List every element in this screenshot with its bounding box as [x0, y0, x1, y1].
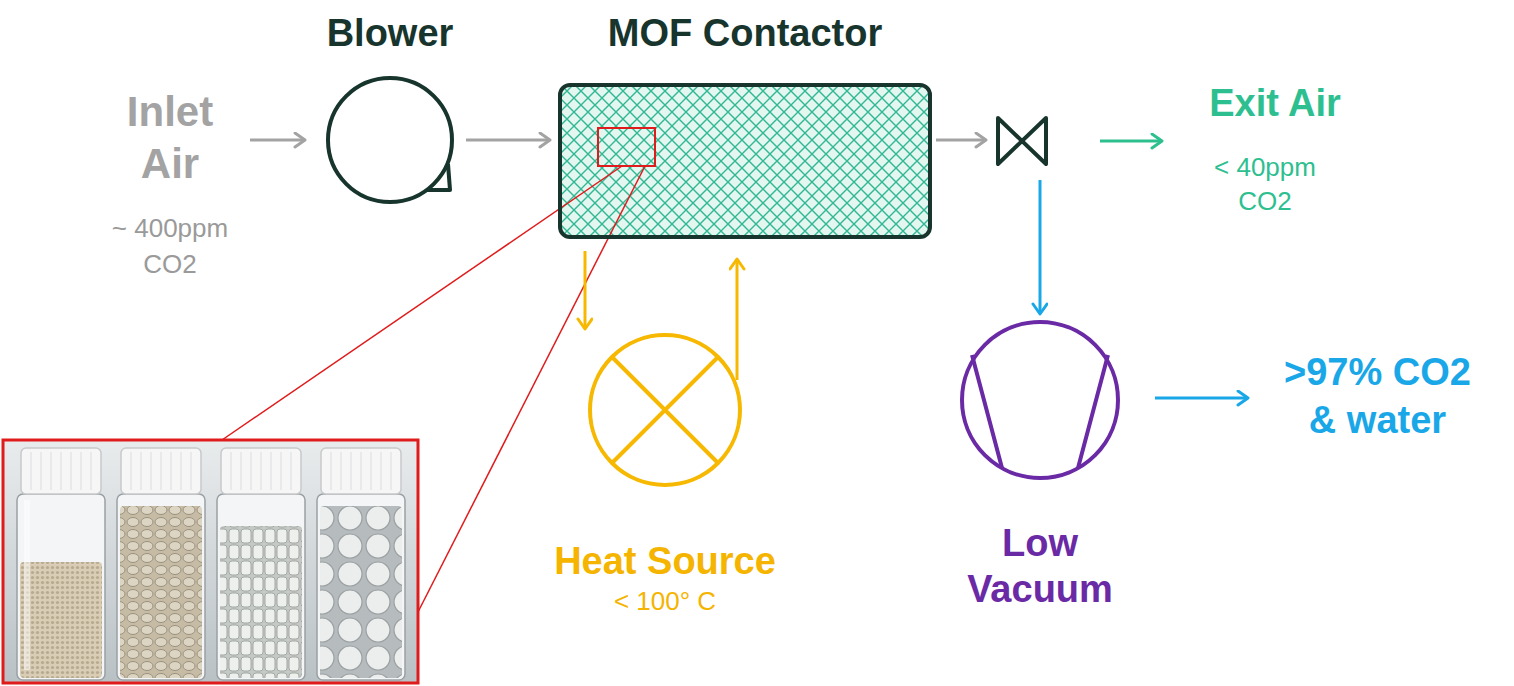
exit-arrow [1100, 140, 1162, 143]
inlet-concentration: ~ 400ppm CO2 [95, 210, 245, 282]
vial [217, 494, 305, 680]
vial [121, 448, 201, 494]
connector-line [736, 259, 739, 380]
flow-connector [585, 251, 586, 329]
vial [221, 448, 301, 494]
inlet-label: Inlet Air [100, 86, 240, 190]
connector-line [1039, 180, 1042, 314]
blower-circle [328, 78, 452, 202]
zoom-marker [598, 128, 655, 166]
valve-symbol [998, 118, 1046, 164]
connector-line [466, 139, 550, 142]
vial [24, 500, 30, 670]
vacuum-pump-symbol: Low Vacuum [920, 315, 1160, 615]
vial [120, 506, 202, 678]
blower-outlet [426, 164, 450, 190]
vial [31, 452, 91, 490]
heat-source-symbol: Heat Source< 100° C [522, 325, 808, 625]
node-heading: Blower [292, 10, 488, 56]
vial [117, 494, 205, 680]
vial [320, 506, 402, 678]
node-heading: Heat Source [522, 538, 808, 584]
blower-outline [300, 76, 480, 226]
exit-label: Exit Air [1165, 80, 1385, 126]
contactor-box: MOF Contactor [547, 10, 943, 250]
vial [131, 452, 191, 490]
flow-connector [737, 259, 738, 380]
connector-line [936, 139, 986, 142]
heat-circle [590, 335, 740, 485]
vial [317, 494, 405, 680]
heat-outline [530, 325, 800, 495]
flow-connector [466, 140, 550, 141]
mof-outline [555, 82, 935, 242]
flow-connector [936, 140, 1040, 314]
hatch-fill [560, 85, 930, 237]
vial [317, 448, 405, 680]
connector-line [584, 251, 587, 329]
vial [231, 452, 291, 490]
node-heading: MOF Contactor [547, 10, 943, 56]
product-label: >97% CO2 & water [1270, 348, 1485, 444]
sorbent-photo [3, 440, 418, 683]
pump-circle [962, 322, 1118, 478]
vial [220, 526, 302, 678]
vial [321, 448, 401, 494]
vial [217, 448, 305, 680]
vial [117, 448, 205, 680]
vial [21, 448, 101, 494]
node-heading: Low Vacuum [953, 520, 1128, 612]
contactor-outline [560, 85, 930, 237]
exit-concentration: < 40ppm CO2 [1200, 150, 1330, 218]
vial [17, 494, 105, 680]
photo-frame [3, 440, 418, 683]
output-arrow [1155, 397, 1248, 400]
heat-cross [612, 357, 718, 463]
inlet-arrow [250, 139, 305, 142]
vial [331, 452, 391, 490]
photo-ground [3, 440, 418, 683]
vac-outline [920, 315, 1160, 485]
blower-symbol: Blower [292, 10, 488, 226]
node-subtext: < 100° C [522, 584, 808, 618]
pump-lines [972, 355, 1108, 468]
vial [17, 448, 105, 680]
vial [20, 562, 102, 678]
